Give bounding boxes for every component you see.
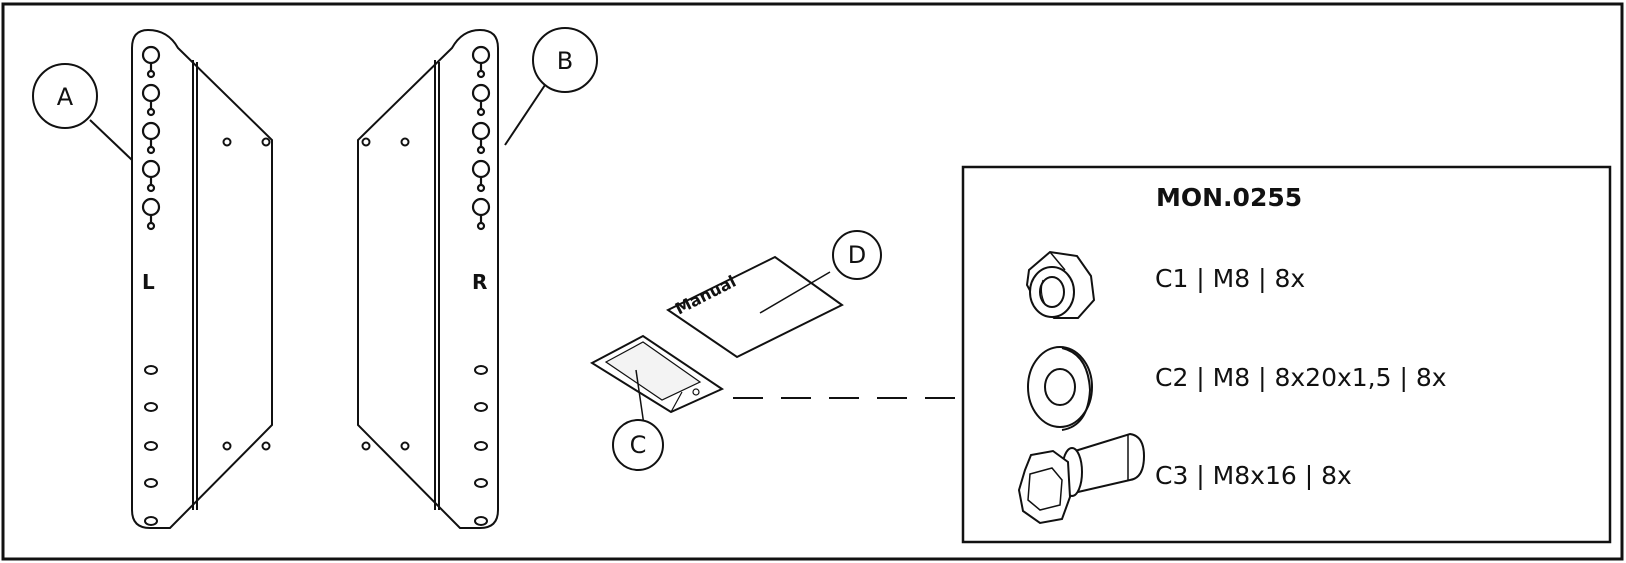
- hex-nut-icon: [1025, 250, 1096, 319]
- hardware-spec-c1: C1 | M8 | 8x: [1155, 264, 1305, 293]
- callout-a-label: A: [57, 83, 74, 111]
- washer-icon: [1027, 346, 1093, 431]
- hardware-spec-c3: C3 | M8x16 | 8x: [1155, 461, 1352, 490]
- bracket-right: [357, 28, 499, 529]
- callout-c-label: C: [630, 431, 647, 459]
- hardware-kit-code: MON.0255: [1156, 183, 1302, 212]
- callout-b-label: B: [557, 47, 573, 75]
- hardware-detail-box: MON.0255 C1 | M8 | 8x C2 | M8 | 8x20x1,5…: [961, 165, 1612, 544]
- callout-d: D: [832, 230, 882, 280]
- hex-bolt-icon: [1017, 432, 1146, 525]
- hardware-bag: [589, 334, 725, 433]
- bracket-left: [131, 28, 273, 529]
- callout-d-label: D: [848, 241, 866, 269]
- callout-c: C: [612, 419, 664, 471]
- manual-booklet: Manual: [666, 255, 844, 359]
- callout-a: A: [32, 63, 133, 161]
- bracket-right-mark: R: [472, 270, 487, 294]
- hardware-spec-c2: C2 | M8 | 8x20x1,5 | 8x: [1155, 363, 1447, 392]
- callout-b: B: [504, 27, 598, 146]
- bracket-left-mark: L: [142, 270, 155, 294]
